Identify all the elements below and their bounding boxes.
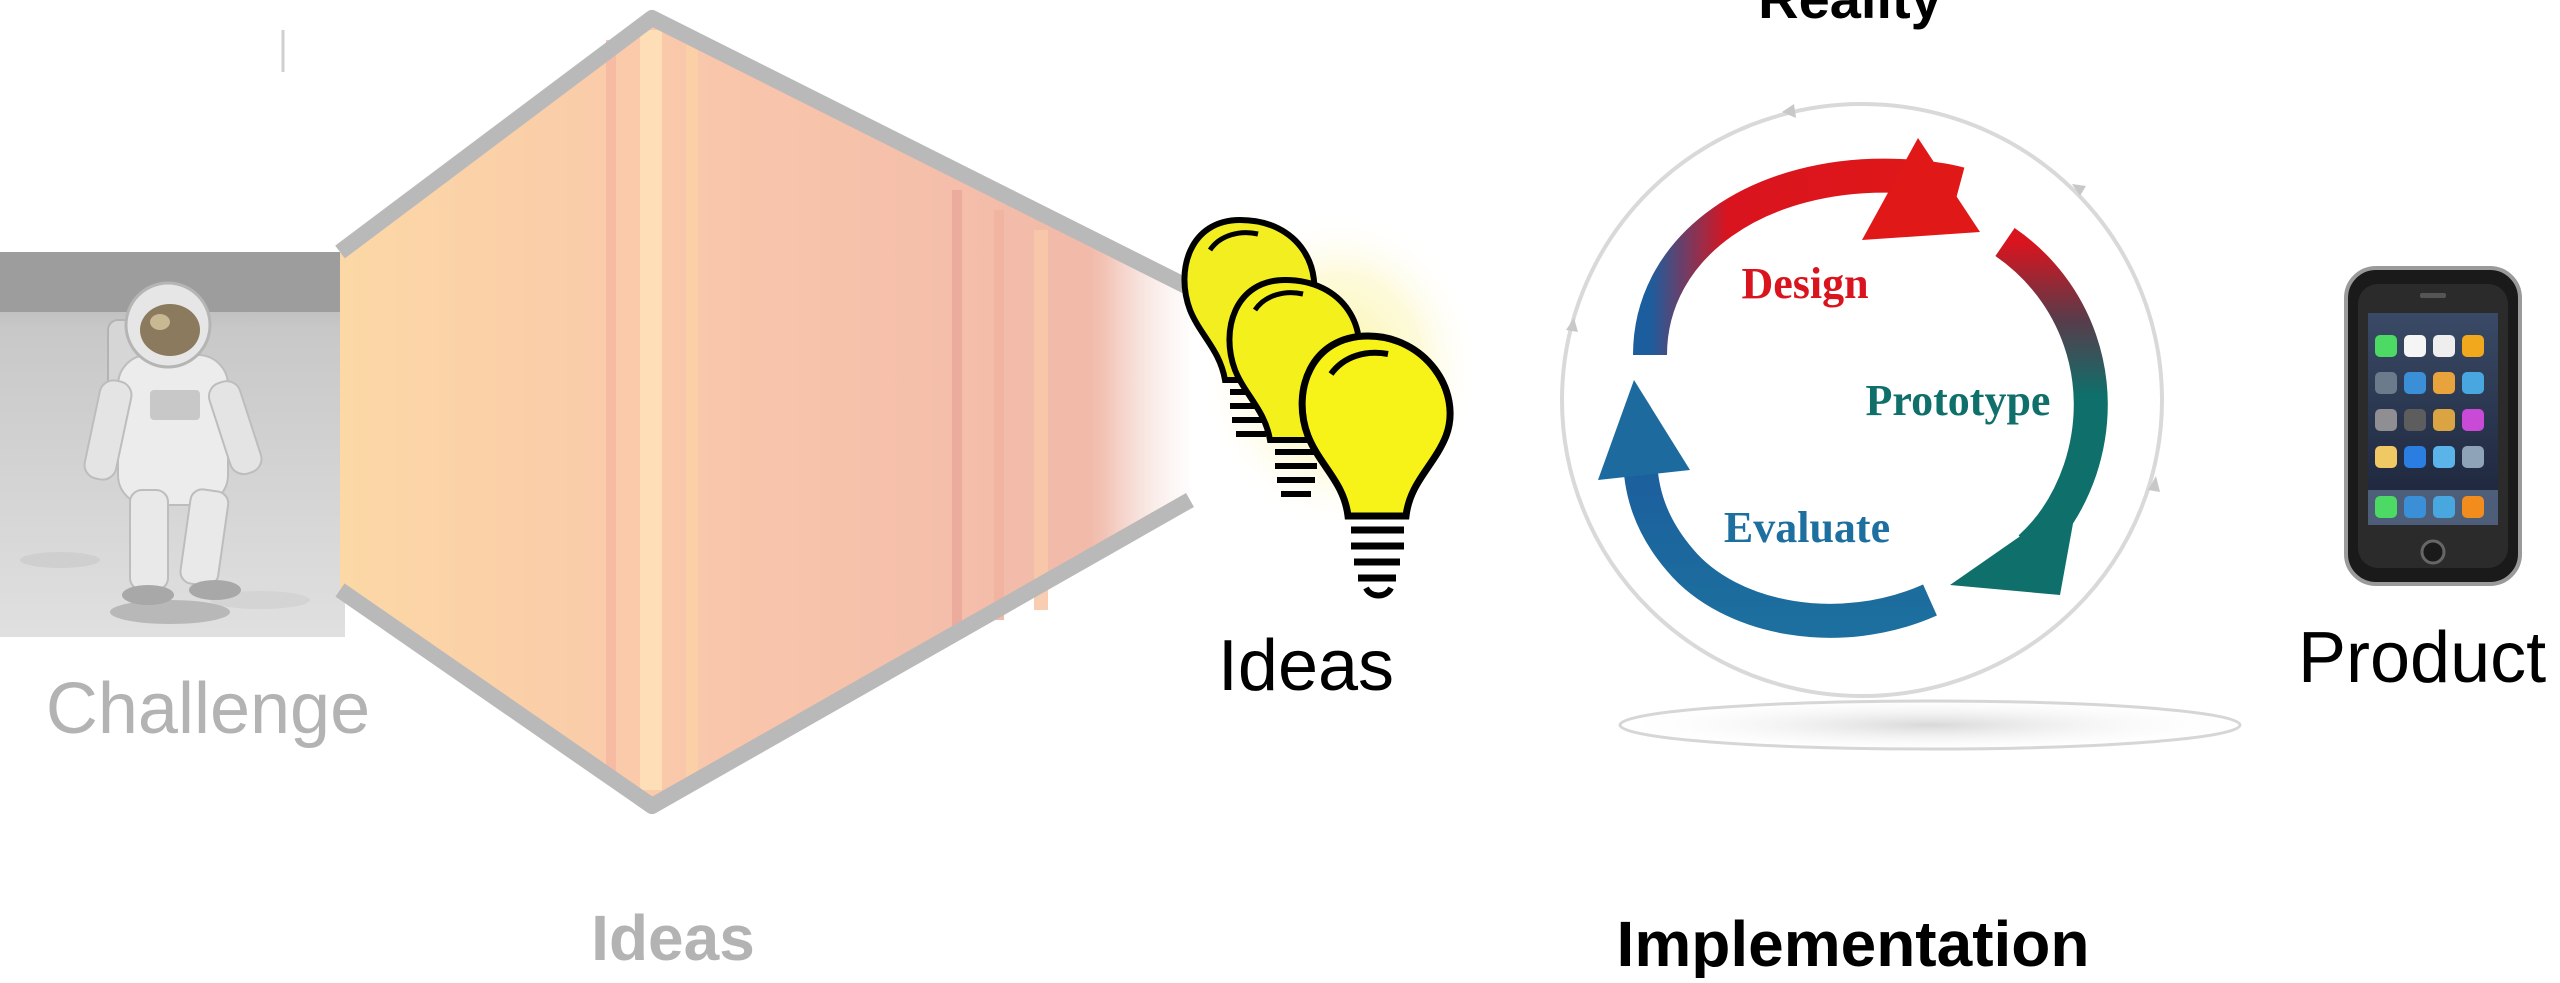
- challenge-label: Challenge: [46, 669, 370, 749]
- prototype-label: Prototype: [1866, 376, 2051, 425]
- smartphone-icon: [2344, 266, 2522, 586]
- phone-app-grid: [2368, 335, 2498, 525]
- evaluate-label: Evaluate: [1724, 503, 1890, 552]
- evaluate-arrow: [1598, 380, 1937, 638]
- design-cycle: Design Prototype Evaluate: [1560, 102, 2250, 753]
- astronaut-photo: [0, 252, 345, 637]
- implementation-label: Implementation: [1617, 908, 2090, 978]
- reality-label: Reality: [1758, 0, 1942, 30]
- prototype-arrow: [1950, 227, 2108, 595]
- product-label: Product: [2298, 618, 2546, 698]
- ideation-funnel: [335, 10, 1194, 814]
- ideas-bulb-label: Ideas: [1218, 626, 1394, 706]
- design-arrow: [1633, 138, 1980, 356]
- ideas-bottom-label: Ideas: [591, 902, 755, 974]
- design-label: Design: [1741, 259, 1868, 308]
- lightbulb-icon: [1181, 210, 1480, 599]
